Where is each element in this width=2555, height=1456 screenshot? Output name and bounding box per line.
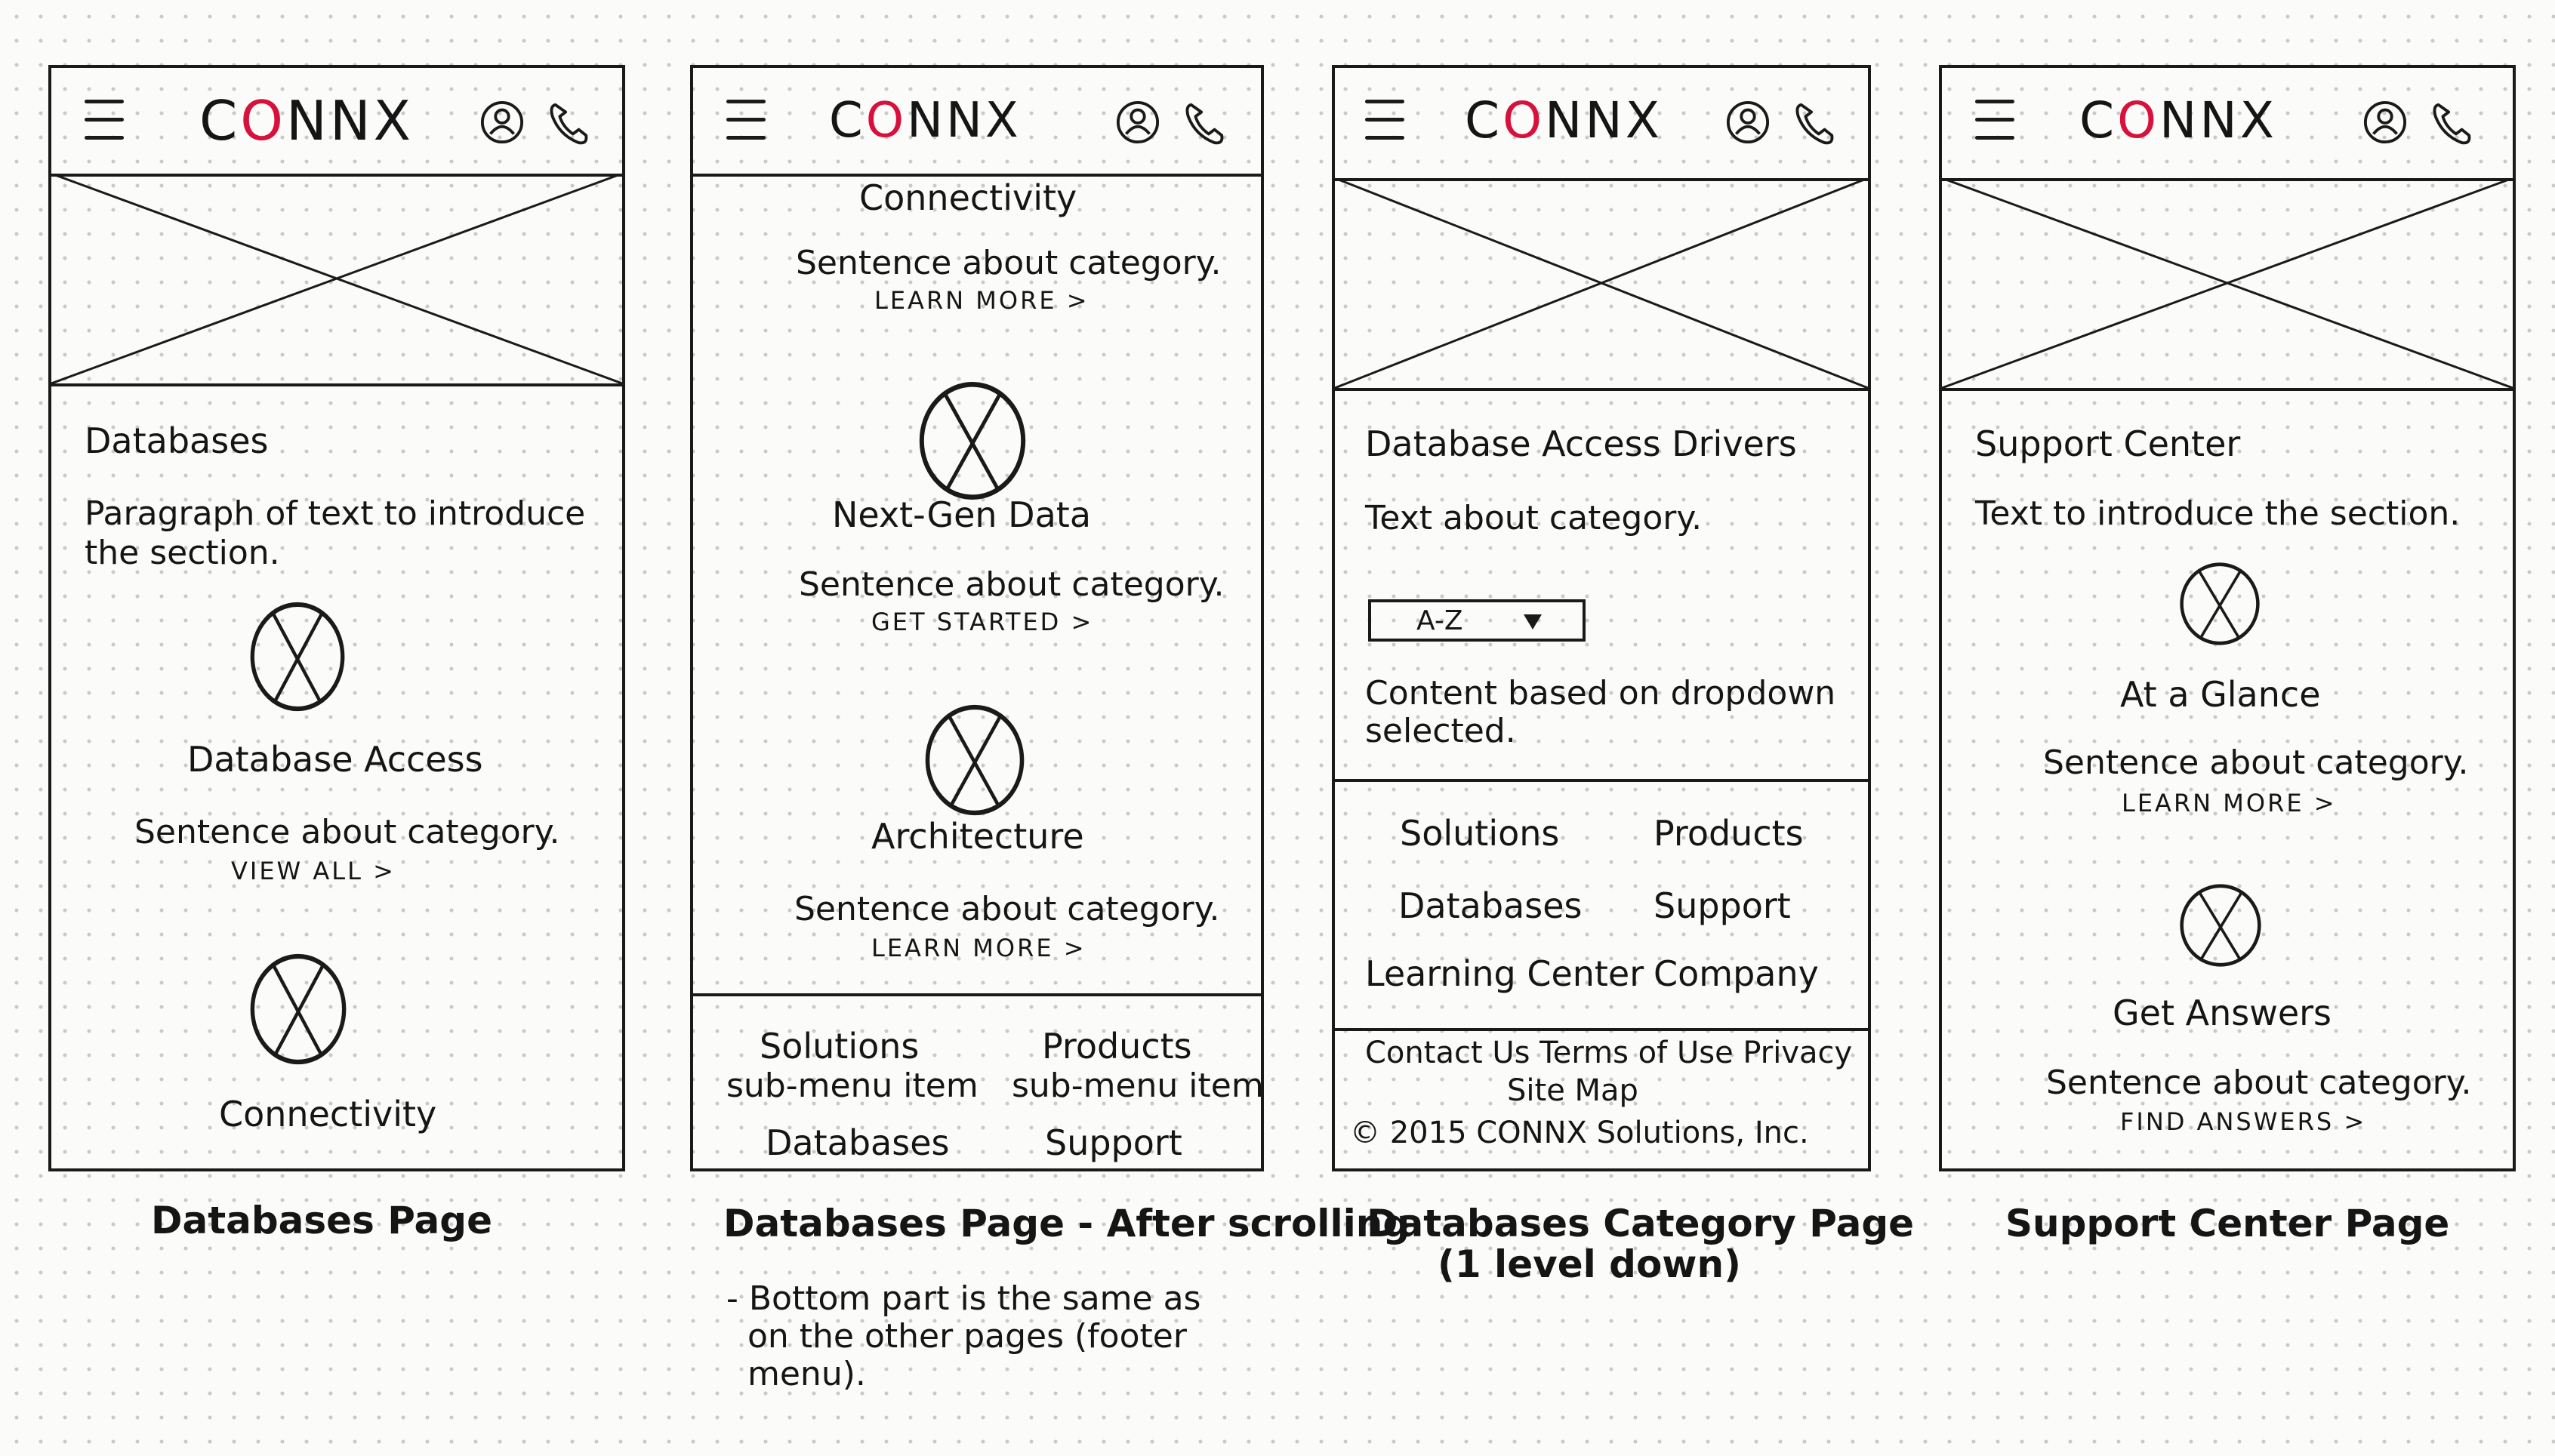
user-icon[interactable] xyxy=(1726,98,1770,146)
section-title: Databases xyxy=(85,420,269,461)
section-title: Support Center xyxy=(1975,423,2241,464)
category-image-icon xyxy=(924,703,1025,817)
user-icon[interactable] xyxy=(2363,98,2407,146)
view-all-link[interactable]: VIEW ALL > xyxy=(231,857,396,885)
category-sentence: Sentence about category. xyxy=(2046,1064,2472,1102)
footer-menu-support[interactable]: Support xyxy=(1045,1122,1182,1163)
category-title: Connectivity xyxy=(859,177,1077,218)
dropdown-content-line2: selected. xyxy=(1365,712,1516,750)
category-title: Next-Gen Data xyxy=(832,494,1092,535)
phone-icon[interactable] xyxy=(1182,98,1226,146)
footer-submenu-item[interactable]: sub-menu item xyxy=(1012,1067,1264,1105)
category-title: Database Access xyxy=(187,739,483,780)
section-title: Database Access Drivers xyxy=(1365,423,1797,464)
category-sentence: Sentence about category. xyxy=(794,890,1220,928)
user-icon[interactable] xyxy=(480,98,524,146)
category-image-icon xyxy=(918,380,1027,501)
footer-menu-products[interactable]: Products xyxy=(1042,1026,1192,1067)
learn-more-link[interactable]: LEARN MORE > xyxy=(2122,789,2337,817)
phone-icon[interactable] xyxy=(1792,98,1836,146)
footer-menu-solutions[interactable]: Solutions xyxy=(1400,813,1560,854)
learn-more-link[interactable]: LEARN MORE > xyxy=(871,934,1086,962)
wireframe-databases-category: CONNX Database Access Drivers Text about… xyxy=(1332,65,1871,1171)
logo[interactable]: CONNX xyxy=(829,93,1022,149)
category-image-icon xyxy=(2179,883,2262,968)
footer-menu-solutions[interactable]: Solutions xyxy=(760,1026,920,1067)
caption-category-subtitle: (1 level down) xyxy=(1438,1242,1741,1286)
sort-dropdown[interactable]: A-Z xyxy=(1368,599,1586,642)
phone-icon[interactable] xyxy=(2430,98,2473,146)
category-image-icon xyxy=(2179,562,2261,646)
category-image-icon xyxy=(249,601,346,713)
footer-legal-links[interactable]: Contact Us Terms of Use Privacy xyxy=(1365,1036,1853,1070)
hero-image-placeholder xyxy=(1942,178,2513,391)
section-intro-text: Text to introduce the section. xyxy=(1975,494,2461,533)
image-placeholder-icon xyxy=(1942,178,2513,388)
category-title: At a Glance xyxy=(2120,674,2321,715)
footer-submenu-item[interactable]: sub-menu item xyxy=(726,1067,979,1105)
footer-copyright: © 2015 CONNX Solutions, Inc. xyxy=(1350,1116,1809,1150)
hamburger-icon[interactable] xyxy=(1975,100,2014,142)
hero-image-placeholder xyxy=(51,174,622,386)
wireframe-databases-scrolled: CONNX Connectivity Sentence about catego… xyxy=(690,65,1264,1171)
category-sentence: Sentence about category. xyxy=(134,813,560,851)
footer-menu-databases[interactable]: Databases xyxy=(1398,885,1583,926)
footer-sitemap-link[interactable]: Site Map xyxy=(1507,1073,1638,1108)
hero-image-placeholder xyxy=(1335,178,1868,391)
header-bar: CONNX xyxy=(1942,68,2513,181)
dropdown-value: A-Z xyxy=(1416,605,1463,636)
find-answers-link[interactable]: FIND ANSWERS > xyxy=(2120,1107,2367,1136)
caption-category-page: Databases Category Page xyxy=(1367,1202,1915,1245)
hamburger-icon[interactable] xyxy=(1365,100,1404,142)
category-title: Architecture xyxy=(871,816,1084,857)
intro-text-line2: the section. xyxy=(85,534,280,572)
annotation-note-line1: - Bottom part is the same as xyxy=(726,1279,1201,1318)
image-placeholder-icon xyxy=(1335,178,1868,388)
get-started-link[interactable]: GET STARTED > xyxy=(871,608,1094,636)
caption-databases-scrolled: Databases Page - After scrolling xyxy=(723,1202,1410,1245)
caption-databases-page: Databases Page xyxy=(151,1199,493,1242)
caret-down-icon xyxy=(1524,614,1542,629)
hamburger-icon[interactable] xyxy=(726,100,766,142)
footer-divider xyxy=(1335,1028,1868,1031)
annotation-note-line3: menu). xyxy=(747,1355,866,1393)
footer-divider xyxy=(1335,779,1868,782)
category-text: Text about category. xyxy=(1365,499,1703,537)
intro-text-line1: Paragraph of text to introduce xyxy=(85,494,586,533)
footer-divider xyxy=(693,993,1261,996)
category-title: Connectivity xyxy=(219,1094,437,1134)
dropdown-content-line1: Content based on dropdown xyxy=(1365,674,1836,713)
image-placeholder-icon xyxy=(51,174,622,383)
annotation-note-line2: on the other pages (footer xyxy=(747,1317,1187,1356)
wireframe-support-center: CONNX Support Center Text to introduce t… xyxy=(1939,65,2516,1171)
header-bar: CONNX xyxy=(51,68,622,177)
logo[interactable]: CONNX xyxy=(1465,91,1663,149)
learn-more-link[interactable]: LEARN MORE > xyxy=(874,286,1089,315)
footer-menu-learning-center[interactable]: Learning Center xyxy=(1365,953,1644,994)
logo[interactable]: CONNX xyxy=(2079,91,2278,149)
footer-menu-company[interactable]: Company xyxy=(1654,953,1819,994)
wireframe-databases-page: CONNX Databases Paragraph of text to int… xyxy=(48,65,625,1171)
hamburger-icon[interactable] xyxy=(85,100,124,142)
category-sentence: Sentence about category. xyxy=(796,244,1222,282)
caption-support-center-page: Support Center Page xyxy=(2005,1202,2450,1245)
footer-menu-support[interactable]: Support xyxy=(1654,885,1791,926)
header-bar: CONNX xyxy=(693,68,1261,177)
phone-icon[interactable] xyxy=(547,98,590,146)
header-bar: CONNX xyxy=(1335,68,1868,181)
footer-menu-databases[interactable]: Databases xyxy=(766,1122,950,1163)
category-sentence: Sentence about category. xyxy=(799,565,1225,604)
logo[interactable]: CONNX xyxy=(199,89,414,152)
category-title: Get Answers xyxy=(2113,993,2332,1033)
footer-menu-products[interactable]: Products xyxy=(1654,813,1804,854)
user-icon[interactable] xyxy=(1116,98,1160,146)
category-sentence: Sentence about category. xyxy=(2043,743,2469,782)
category-image-icon xyxy=(249,953,347,1066)
